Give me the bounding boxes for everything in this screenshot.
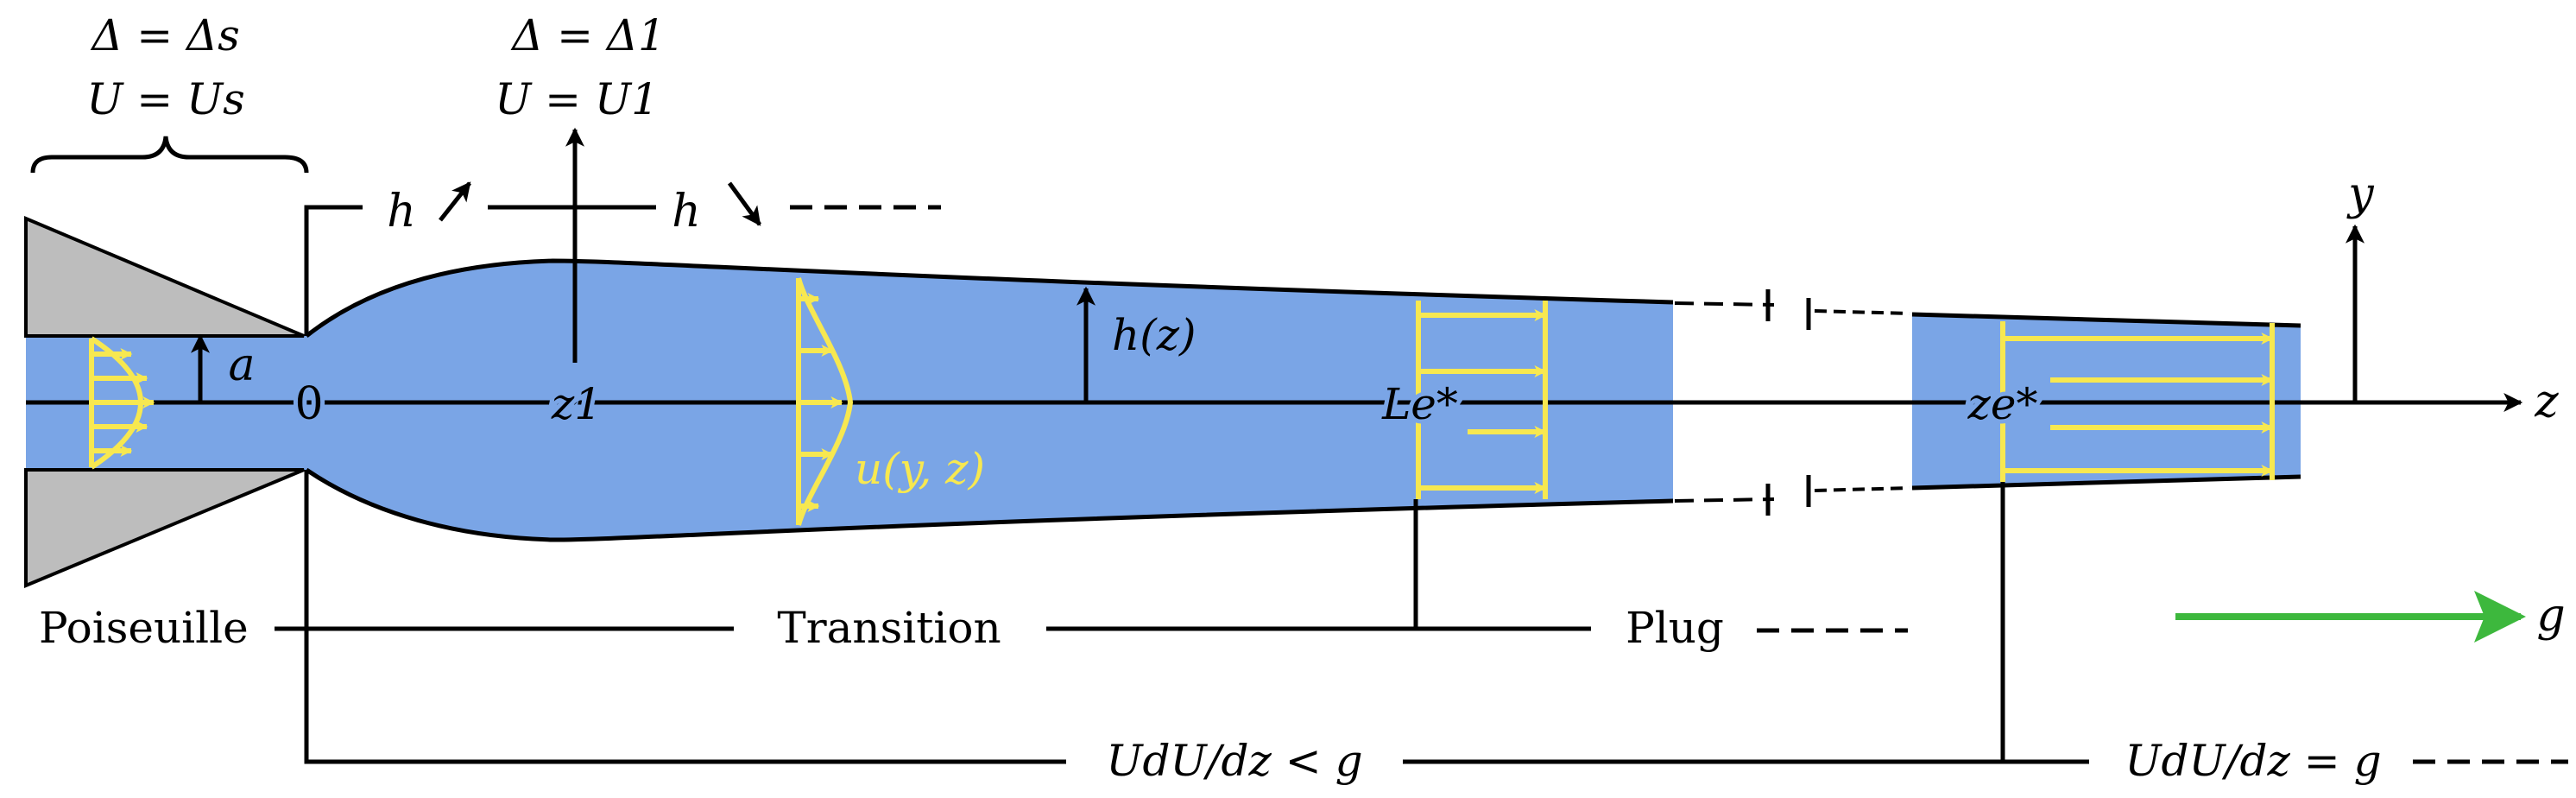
label-origin: 0 — [294, 378, 323, 430]
h-decreasing-arrow — [727, 181, 762, 226]
break-dash-bottom — [1674, 497, 1775, 503]
label-transition: Transition — [777, 603, 1001, 653]
label-condition-eq: UdU/dz = g — [2125, 736, 2381, 786]
label-h-down: h — [672, 186, 701, 238]
h-trend-line-start — [304, 205, 363, 336]
label-y-axis: y — [2346, 168, 2374, 220]
label-g: g — [2536, 590, 2565, 642]
label-ze: ze* — [1967, 379, 2038, 429]
brace-poiseuille — [30, 136, 309, 174]
far-surface-bottom — [1911, 474, 2301, 491]
break-dash-top-2 — [1814, 309, 1910, 315]
jet-surface-bottom — [305, 467, 1674, 542]
label-h-up: h — [387, 186, 416, 238]
transition-profile — [796, 277, 854, 526]
nozzle-top — [24, 215, 305, 338]
label-poiseuille: Poiseuille — [39, 603, 249, 653]
label-z1: z1 — [551, 379, 602, 429]
break-dash-bottom-2 — [1814, 486, 1910, 492]
far-plug-profile — [2000, 321, 2275, 482]
jet-surface-top — [305, 258, 1674, 338]
label-hz: h(z) — [1112, 310, 1196, 360]
label-condition-lt: UdU/dz < g — [1106, 736, 1362, 786]
label-u-1: U = U1 — [495, 74, 659, 124]
label-a: a — [228, 339, 255, 391]
poiseuille-profile — [89, 336, 155, 470]
label-u-s: U = Us — [86, 74, 245, 124]
condition-line-lt — [304, 470, 1066, 764]
far-surface-top — [1911, 312, 2301, 328]
nozzle-bottom — [24, 468, 305, 588]
label-le: Le* — [1381, 379, 1458, 429]
label-z-axis: z — [2534, 376, 2559, 428]
h-increasing-arrow — [439, 181, 471, 222]
label-delta-1: Δ = Δ1 — [510, 10, 666, 60]
label-uyz: u(y, z) — [855, 444, 985, 494]
break-dash-top — [1674, 301, 1775, 307]
plug-profile — [1416, 301, 1548, 499]
label-delta-s: Δ = Δs — [90, 10, 240, 60]
label-plug: Plug — [1626, 603, 1724, 653]
